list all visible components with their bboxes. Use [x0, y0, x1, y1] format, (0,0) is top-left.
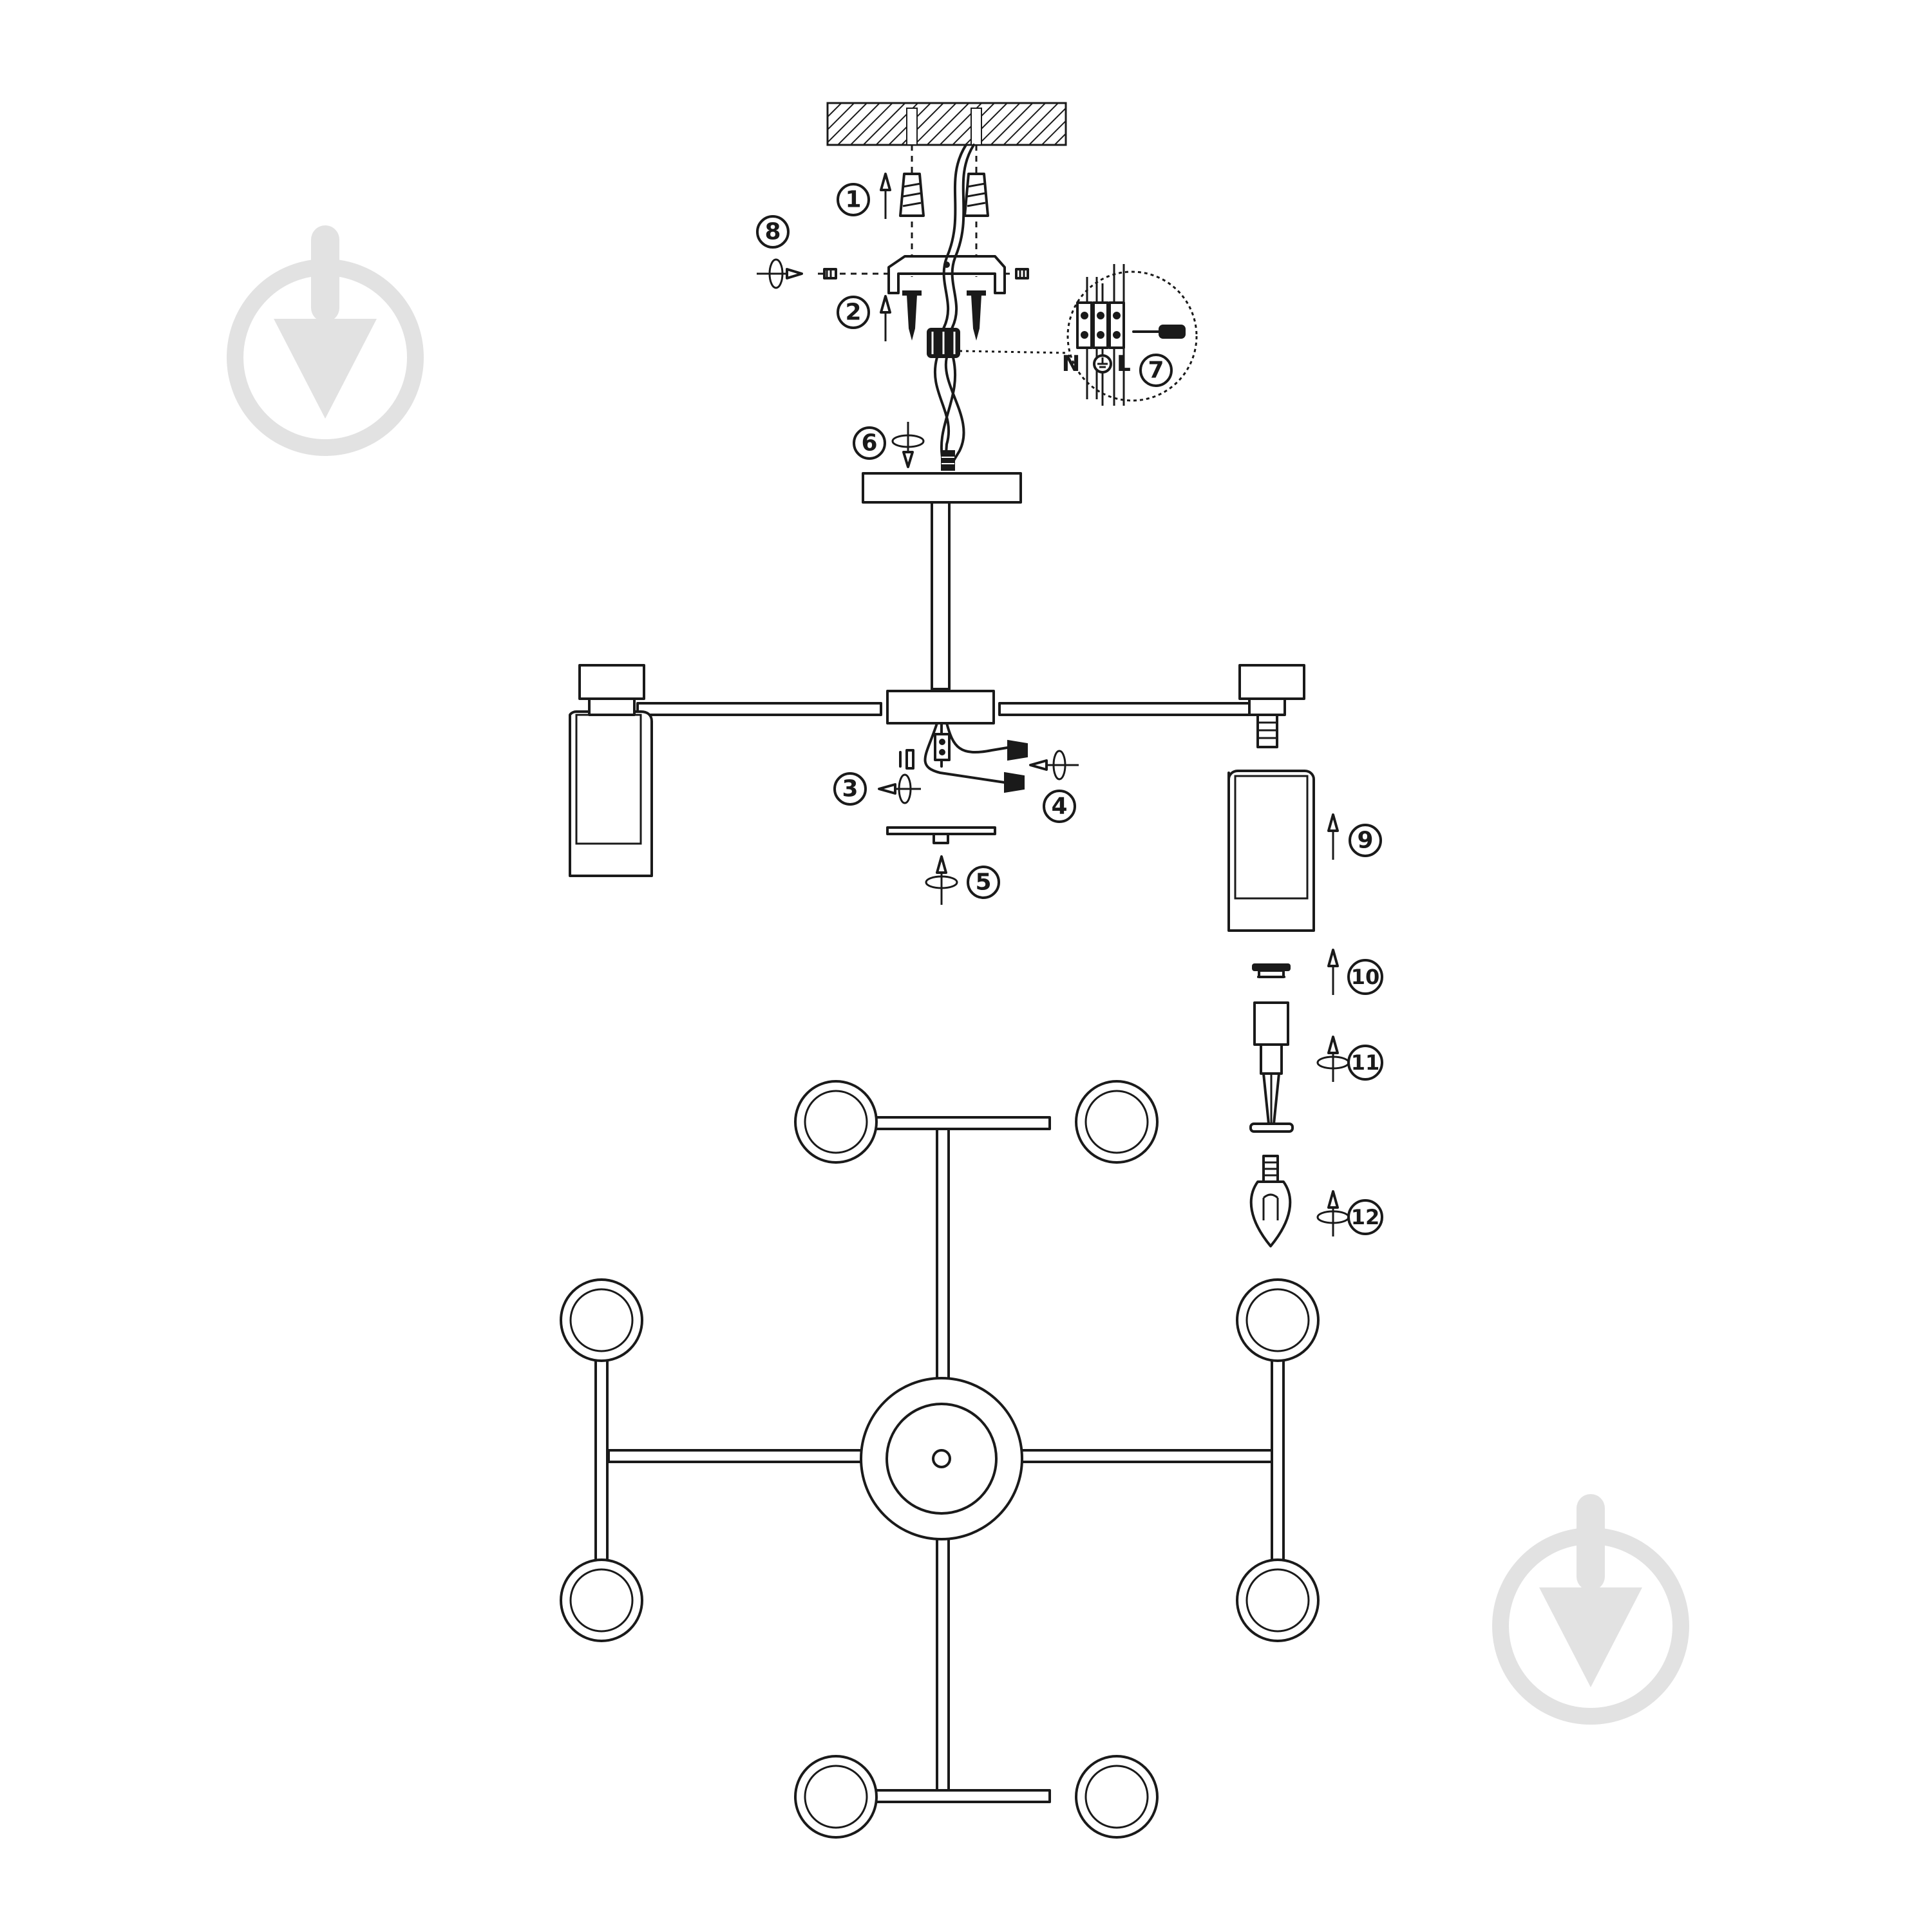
rotate-arrow-icon: [1029, 750, 1079, 781]
svg-text:7: 7: [1148, 357, 1164, 384]
wire-connector-top: [1007, 739, 1028, 761]
step-badges: 1 2 3 4 5 6 7 8 9 10 11 12: [756, 183, 1383, 1235]
step-badge-9: 9: [1349, 824, 1382, 857]
shade-ring: [1252, 963, 1291, 978]
svg-text:5: 5: [975, 869, 991, 896]
earth-icon: [1093, 354, 1112, 374]
mounting-bracket: [887, 255, 1006, 294]
svg-text:4: 4: [1051, 793, 1067, 820]
svg-text:1: 1: [845, 187, 861, 213]
up-arrow-icon: [880, 295, 891, 341]
wall-plug-right: [963, 173, 989, 217]
candle-bulb-icon: [1249, 1155, 1292, 1247]
rotate-arrow-icon: [757, 258, 803, 289]
svg-text:2: 2: [845, 299, 861, 326]
step-badge-1: 1: [837, 183, 870, 216]
screwdriver-icon: [1132, 325, 1186, 339]
watermark-right: [1492, 1494, 1689, 1725]
svg-text:6: 6: [861, 430, 877, 457]
terminal-label-live: L: [1117, 351, 1131, 377]
wire-connector-bottom: [1004, 772, 1025, 793]
terminal-small: [934, 733, 951, 761]
shade-top-view: [560, 1080, 1320, 1839]
up-arrow-icon: [1327, 813, 1339, 860]
fixture-side-view: [569, 664, 1305, 877]
step-badge-7: 7: [1139, 354, 1173, 387]
screw-icon: [899, 749, 914, 770]
svg-text:9: 9: [1357, 828, 1373, 854]
mains-cable: [942, 144, 975, 330]
canopy: [862, 450, 1022, 504]
step-badge-12: 12: [1347, 1199, 1383, 1235]
glass-shade-installed: [569, 710, 653, 877]
step-badge-4: 4: [1043, 790, 1076, 823]
rotate-arrow-icon: [1316, 1190, 1350, 1236]
rotate-arrow-icon: [1316, 1036, 1350, 1082]
step-badge-11: 11: [1347, 1045, 1383, 1081]
step-badge-5: 5: [967, 866, 1000, 899]
action-arrows: [757, 173, 1350, 1236]
wiring-detail: N L: [1062, 264, 1198, 406]
svg-text:8: 8: [764, 219, 781, 245]
svg-text:3: 3: [842, 776, 858, 802]
mounting-screw-right: [967, 290, 986, 341]
rotate-arrow-icon: [891, 422, 925, 468]
stem: [931, 501, 951, 690]
junction-wiring: [899, 722, 1028, 793]
step-badge-6: 6: [853, 426, 886, 460]
svg-text:10: 10: [1351, 965, 1380, 989]
mounting-screw-left: [902, 290, 922, 341]
terminal-block-connector: [927, 328, 960, 358]
step-badge-10: 10: [1347, 959, 1383, 995]
up-arrow-icon: [880, 173, 891, 219]
step-badge-8: 8: [756, 215, 790, 249]
wall-plug-left: [899, 173, 925, 217]
side-screw-left: [823, 268, 837, 279]
side-screw-right: [1015, 268, 1029, 279]
rotate-arrow-icon: [878, 773, 921, 804]
lamp-holder-left: [578, 664, 645, 716]
lamp-holder-right: [1238, 664, 1305, 748]
center-hub: [860, 1377, 1023, 1540]
fixture-cable: [933, 356, 965, 465]
svg-text:12: 12: [1351, 1205, 1380, 1229]
lamp-socket: [1249, 1001, 1294, 1133]
svg-text:11: 11: [1351, 1050, 1380, 1075]
cover-plate: [886, 826, 996, 844]
ceiling: [826, 102, 1067, 146]
watermark-left: [227, 225, 424, 456]
terminal-label-neutral: N: [1062, 351, 1080, 377]
glass-shade: [1227, 770, 1315, 932]
step-badge-3: 3: [833, 772, 867, 806]
step-badge-2: 2: [837, 296, 870, 329]
fixture-top-view: [560, 1080, 1320, 1839]
rotate-arrow-icon: [925, 855, 958, 905]
up-arrow-icon: [1327, 949, 1339, 995]
terminal-block: [1076, 301, 1125, 349]
